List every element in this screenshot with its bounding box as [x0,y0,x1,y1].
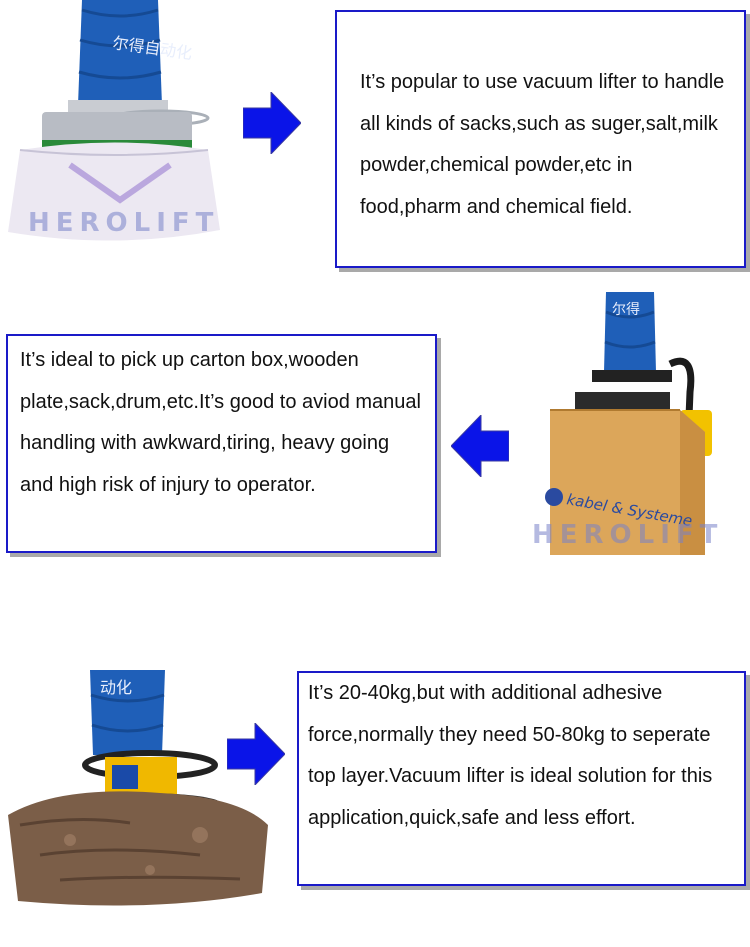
arrow-right-icon [227,723,285,785]
description-box-sacks: It’s popular to use vacuum lifter to han… [335,10,746,268]
description-text: It’s ideal to pick up carton box,wooden … [20,349,421,496]
sack-lifter-photo: 尔得自动化 HEROLIFT [0,0,230,255]
hose-lettering: 动化 [100,678,132,697]
watermark-logo: HEROLIFT [532,520,720,550]
stone-lifter-photo: 动化 [0,665,272,913]
arrow-right-icon [243,92,301,154]
section-carton: It’s ideal to pick up carton box,wooden … [0,290,750,560]
hose-lettering: 尔得 [612,301,640,318]
section-stone: 动化 It’s 20-40kg,but with additional adhe… [0,665,750,945]
watermark-logo: HEROLIFT [28,208,220,238]
description-box-stone: It’s 20-40kg,but with additional adhesiv… [297,671,746,886]
section-sacks: 尔得自动化 HEROLIFT It’s popular to use vacuu… [0,0,750,280]
description-box-carton: It’s ideal to pick up carton box,wooden … [6,334,437,553]
arrow-left-icon [451,415,509,477]
description-text: It’s 20-40kg,but with additional adhesiv… [308,682,713,829]
description-text: It’s popular to use vacuum lifter to han… [360,71,725,218]
carton-lifter-photo: 尔得 kabel & Systeme HEROLIFT [520,292,720,555]
